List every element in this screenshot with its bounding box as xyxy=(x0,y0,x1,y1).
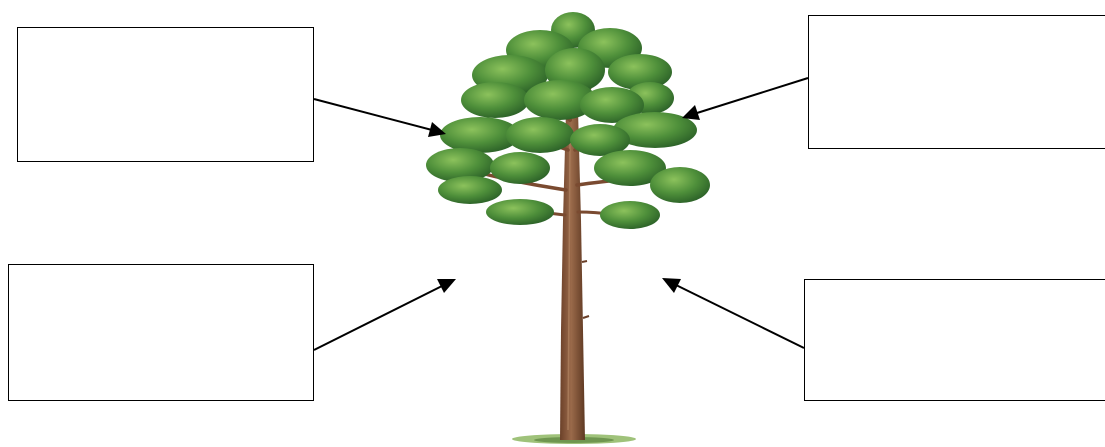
arrow-top-right xyxy=(682,78,808,120)
label-box-bottom-right[interactable] xyxy=(804,279,1105,401)
arrow-bottom-right xyxy=(662,278,804,348)
arrow-top-left xyxy=(314,99,446,137)
label-box-top-right[interactable] xyxy=(808,15,1105,149)
label-box-top-left[interactable] xyxy=(17,27,314,162)
arrow-bottom-left xyxy=(314,279,456,350)
tree-trunk xyxy=(560,110,589,440)
label-box-bottom-left[interactable] xyxy=(8,264,314,401)
